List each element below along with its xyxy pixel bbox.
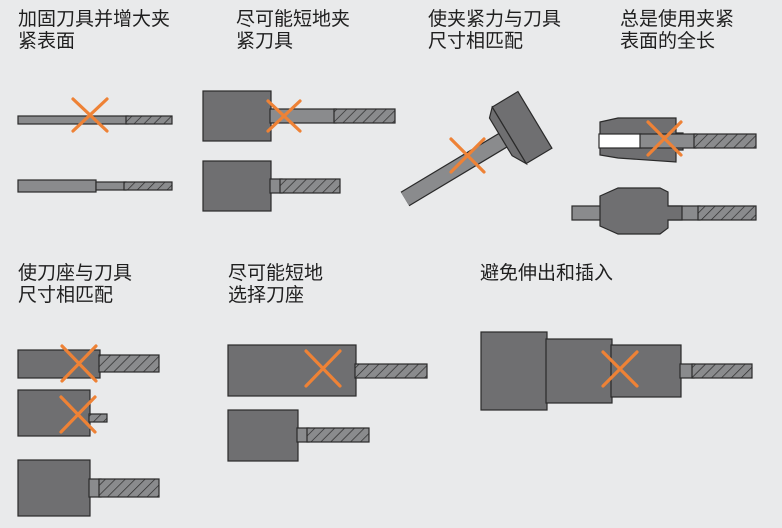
collet <box>599 187 683 235</box>
drill-flute <box>88 413 108 423</box>
drill-flute <box>98 478 160 498</box>
drill-flute <box>691 363 753 379</box>
rule-caption-4: 总是使用夹紧 表面的全长 <box>620 8 735 52</box>
holder-block <box>202 90 272 142</box>
rule-caption-1: 加固刀具并增大夹 紧表面 <box>18 8 171 52</box>
cross-mark <box>601 350 639 388</box>
drill-flute <box>333 108 396 124</box>
illustration-hammer-mismatch <box>400 90 553 207</box>
rule-caption-6: 尽可能短地 选择刀座 <box>228 262 324 306</box>
tool-shank-wrong <box>17 115 129 125</box>
illustration-reinforce-tool <box>17 97 173 193</box>
drill-flute <box>279 178 341 194</box>
illustration-short-clamp <box>202 90 396 212</box>
drill-flute <box>125 115 173 125</box>
collet-gap <box>598 133 642 149</box>
cross-mark <box>59 395 97 434</box>
holder-block-short <box>227 409 299 462</box>
drill-flute <box>697 205 757 221</box>
illustration-short-holder <box>227 344 428 462</box>
hammer-handle <box>401 123 524 206</box>
rule-caption-7: 避免伸出和插入 <box>480 262 614 284</box>
cross-mark <box>646 120 683 157</box>
extension-block <box>545 338 613 404</box>
tool-shank-correct <box>17 179 97 193</box>
drill-flute <box>354 363 428 379</box>
drill-flute <box>693 133 757 149</box>
illustration-collet-full-length <box>571 117 757 235</box>
rule-caption-2: 尽可能短地夹 紧刀具 <box>236 8 351 52</box>
illustration-avoid-extension <box>480 331 753 411</box>
cross-mark <box>449 137 486 174</box>
holder-block <box>480 331 548 411</box>
holder-block-long <box>227 344 357 397</box>
rule-caption-5: 使刀座与刀具 尺寸相匹配 <box>18 262 133 306</box>
drill-flute <box>98 354 160 373</box>
hammer-head <box>488 90 553 166</box>
cross-mark <box>266 99 302 133</box>
holder-block <box>202 160 272 212</box>
tool-neck <box>95 181 127 191</box>
holder-block <box>17 459 91 517</box>
cross-mark <box>71 97 109 133</box>
cross-mark <box>60 344 98 383</box>
illustration-holder-match <box>17 344 160 517</box>
rule-caption-3: 使夹紧力与刀具 尺寸相匹配 <box>428 8 562 52</box>
cross-mark <box>304 349 342 388</box>
drill-flute <box>123 181 173 191</box>
drill-flute <box>306 427 370 443</box>
